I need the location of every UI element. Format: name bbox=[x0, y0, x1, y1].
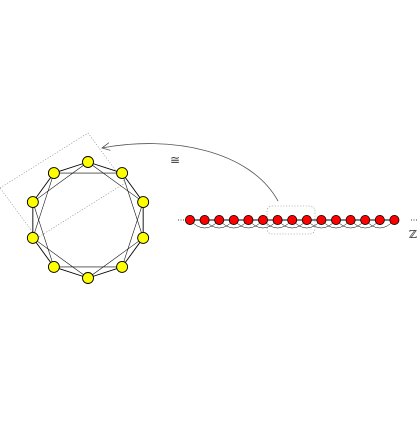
cycle-graph-vertices bbox=[26, 156, 150, 284]
cycle-vertex bbox=[82, 272, 94, 284]
line-vertex bbox=[272, 214, 283, 225]
cycle-vertex bbox=[82, 156, 94, 168]
line-vertex bbox=[199, 214, 210, 225]
line-vertex bbox=[360, 214, 371, 225]
cycle-edge bbox=[121, 172, 144, 203]
cycle-edge bbox=[121, 237, 144, 268]
cycle-chord bbox=[32, 237, 89, 279]
line-vertex bbox=[316, 214, 327, 225]
cycle-vertex bbox=[116, 167, 129, 180]
cycle-chord bbox=[32, 161, 89, 203]
integers-label: ℤ bbox=[409, 228, 417, 241]
cycle-selection-region bbox=[0, 132, 126, 239]
cycle-graph-edges bbox=[32, 161, 144, 279]
cycle-edge bbox=[87, 161, 123, 174]
line-vertex bbox=[374, 214, 385, 225]
cycle-edge bbox=[53, 161, 89, 174]
line-vertex bbox=[184, 214, 195, 225]
line-vertex bbox=[228, 214, 239, 225]
line-vertex bbox=[243, 214, 254, 225]
line-vertex bbox=[257, 214, 268, 225]
cycle-chord bbox=[121, 201, 144, 268]
line-vertex bbox=[330, 214, 341, 225]
cycle-edge bbox=[32, 237, 55, 268]
cycle-vertex bbox=[137, 231, 150, 244]
cycle-vertex bbox=[116, 260, 129, 273]
line-selection-region bbox=[266, 205, 316, 235]
line-vertex bbox=[301, 214, 312, 225]
cycle-chord bbox=[121, 172, 144, 239]
cycle-graph-chords bbox=[32, 161, 144, 279]
integer-line-vertices bbox=[184, 214, 400, 225]
line-vertex bbox=[287, 214, 298, 225]
cycle-vertex bbox=[47, 260, 60, 273]
line-vertex bbox=[389, 214, 400, 225]
cycle-vertex bbox=[47, 167, 60, 180]
cycle-vertex bbox=[137, 196, 150, 209]
isomorphism-label: ≅ bbox=[170, 153, 180, 167]
line-vertex bbox=[345, 214, 356, 225]
cycle-chord bbox=[87, 237, 144, 279]
cycle-edge bbox=[32, 172, 55, 203]
line-vertex bbox=[214, 214, 225, 225]
cycle-vertex bbox=[26, 196, 39, 209]
isomorphism-arrow bbox=[102, 144, 279, 202]
cycle-edge bbox=[53, 266, 89, 279]
cycle-chord bbox=[32, 172, 55, 239]
cycle-chord bbox=[32, 201, 55, 268]
cycle-edge bbox=[87, 266, 123, 279]
cycle-chord bbox=[87, 161, 144, 203]
cycle-vertex bbox=[26, 231, 39, 244]
